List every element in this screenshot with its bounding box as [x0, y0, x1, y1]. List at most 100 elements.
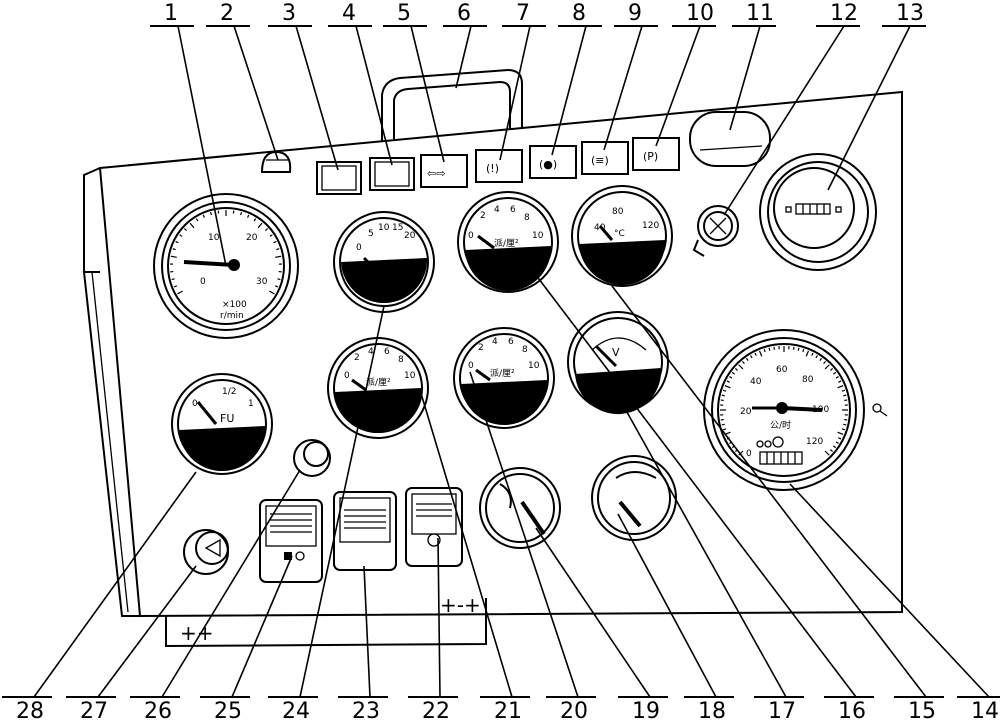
key-icon	[872, 403, 888, 417]
parking-brake-indicator	[632, 137, 680, 171]
gauge-d-label-8: 8	[522, 345, 528, 355]
warning-icon: (!)	[486, 162, 499, 175]
callout-7: 7	[516, 1, 530, 26]
gauge-c-label-0: 0	[344, 371, 350, 381]
callout-13: 13	[896, 1, 924, 26]
brake-indicator	[529, 145, 577, 179]
gauge-c-label-2: 2	[354, 353, 360, 363]
fuel-label-empty: 0	[192, 399, 198, 409]
speedo-unit: 公/时	[770, 419, 791, 431]
high-beam-icon: (≡)	[591, 154, 609, 167]
callout-18: 18	[698, 699, 726, 724]
fuel-pump-icon: FU	[220, 412, 234, 425]
voltmeter-unit: V	[612, 346, 620, 359]
pressure-gauge-b: 0 2 4 6 8 10 派/厘²	[457, 191, 559, 293]
leader-lines	[2, 25, 1000, 698]
callout-28: 28	[16, 699, 44, 724]
tach-label-20: 20	[246, 233, 258, 243]
callout-10: 10	[686, 1, 714, 26]
gauge-a-label-0: 0	[356, 243, 362, 253]
gauge-a-label-15: 15	[392, 223, 403, 233]
tach-label-30: 30	[256, 277, 268, 287]
callout-20: 20	[560, 699, 588, 724]
temperature-gauge: 40 80 120 °C	[571, 185, 673, 287]
tachometer: 0 10 20 30 ×100 r/min	[153, 193, 299, 339]
speedo-label-0: 0	[746, 449, 752, 459]
temp-needle	[598, 225, 614, 241]
fuel-needle	[196, 401, 218, 425]
brake-icon: (●)	[539, 158, 557, 171]
gauge-d-label-2: 2	[478, 343, 484, 353]
speedo-label-120: 120	[806, 437, 823, 447]
speedo-label-60: 60	[776, 365, 788, 375]
svg-text:+-+: +-+	[440, 593, 481, 617]
gauge-b-label-8: 8	[524, 213, 530, 223]
indicator-light-blank-1	[316, 161, 362, 195]
callout-8: 8	[572, 1, 586, 26]
pressure-gauge-a: 0 5 10 15 20 派/厘²	[333, 211, 435, 313]
gauge-c-label-4: 4	[368, 347, 374, 357]
high-beam-indicator	[581, 141, 629, 175]
rocker-switch-middle	[333, 491, 397, 571]
callout-21: 21	[494, 699, 522, 724]
callout-11: 11	[746, 1, 774, 26]
gauge-a-unit: 派/厘²	[370, 264, 395, 275]
callout-16: 16	[838, 699, 866, 724]
panel-body: ++ +-+	[82, 68, 903, 648]
gauge-d-label-6: 6	[508, 337, 514, 347]
callout-15: 15	[908, 699, 936, 724]
callout-2: 2	[220, 1, 234, 26]
tach-label-0: 0	[200, 277, 206, 287]
high-beam-icon	[772, 436, 784, 448]
callout-22: 22	[422, 699, 450, 724]
tach-label-10: 10	[208, 233, 220, 243]
horn-button	[183, 529, 229, 575]
gauge-b-label-4: 4	[494, 205, 500, 215]
turn-signal-icon: ⇦⇨	[427, 167, 445, 180]
pressure-gauge-c: 0 2 4 6 8 10 派/厘²	[327, 337, 429, 439]
gauge-d-label-10: 10	[528, 361, 540, 371]
callout-14: 14	[971, 699, 999, 724]
tach-unit: r/min	[220, 311, 244, 321]
speedo-label-20: 20	[740, 407, 752, 417]
gauge-d-label-0: 0	[468, 361, 474, 371]
callout-5: 5	[397, 1, 411, 26]
gauge-b-label-6: 6	[510, 205, 516, 215]
light-icon	[427, 533, 441, 547]
voltmeter-needle	[594, 344, 618, 368]
callout-25: 25	[214, 699, 242, 724]
voltmeter: V	[567, 311, 669, 415]
gauge-d-unit: 派/厘²	[490, 368, 515, 379]
callout-3: 3	[282, 1, 296, 26]
callout-19: 19	[632, 699, 660, 724]
temp-label-120: 120	[642, 221, 659, 231]
gauge-d-label-4: 4	[492, 337, 498, 347]
speedo-label-80: 80	[802, 375, 814, 385]
gauge-b-label-10: 10	[532, 231, 544, 241]
speedometer: 0 20 40 60 80 100 120 公/时	[703, 329, 865, 491]
speedo-label-40: 40	[750, 377, 762, 387]
gauge-c-needle	[351, 378, 367, 392]
fuel-label-half: 1/2	[222, 387, 236, 397]
callout-17: 17	[768, 699, 796, 724]
rotary-knob-right	[591, 455, 677, 541]
gauge-c-unit: 派/厘²	[366, 377, 391, 388]
callout-6: 6	[457, 1, 471, 26]
callout-9: 9	[628, 1, 642, 26]
gauge-d-needle	[475, 368, 491, 382]
warning-indicator	[475, 149, 523, 183]
callout-12: 12	[830, 1, 858, 26]
gauge-c-label-6: 6	[384, 347, 390, 357]
temp-unit: °C	[614, 229, 625, 239]
turn-signal-indicator	[420, 154, 468, 188]
gauge-c-label-10: 10	[404, 371, 416, 381]
gauge-b-unit: 派/厘²	[494, 238, 519, 249]
gauge-c-label-8: 8	[398, 355, 404, 365]
rotary-knob-left	[479, 467, 561, 549]
parking-brake-icon: (P)	[643, 150, 658, 163]
indicator-light-row: ⇦⇨ (!) (●) (≡) (P)	[316, 137, 680, 195]
callout-23: 23	[352, 699, 380, 724]
ignition-switch	[692, 205, 739, 257]
